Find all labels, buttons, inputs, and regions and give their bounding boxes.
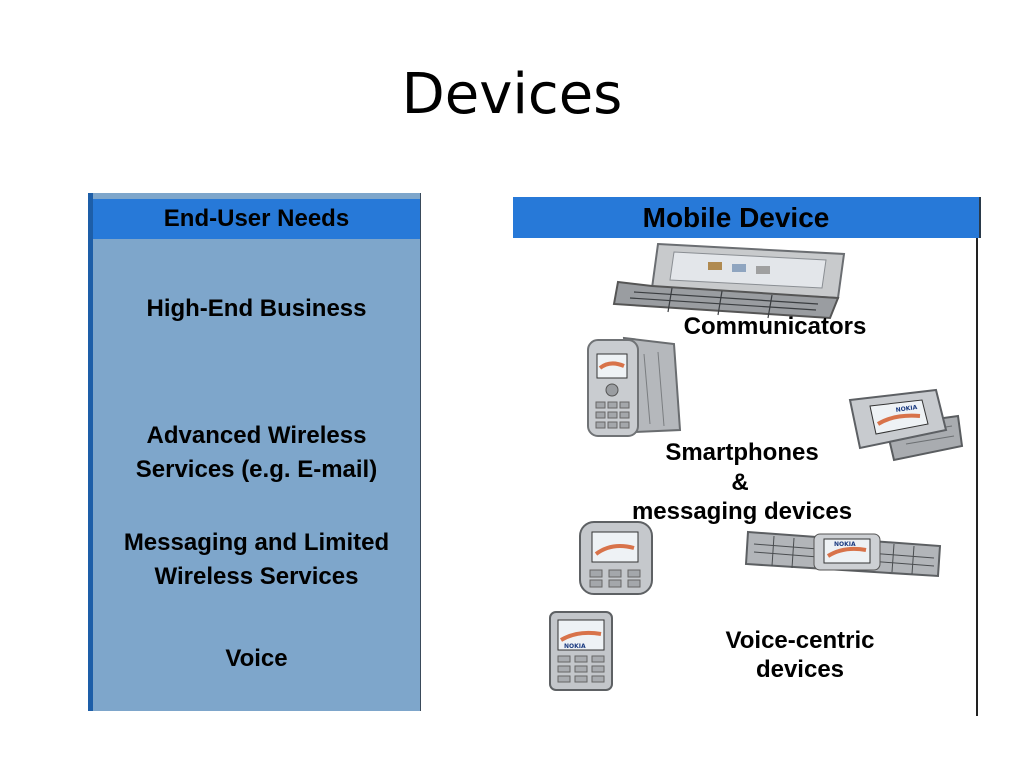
- messaging-device-image: NOKIA: [744, 530, 942, 578]
- mobile-device-header: Mobile Device: [513, 197, 981, 238]
- label-voice-centric-2: devices: [755, 656, 845, 683]
- need-advanced-wireless: Advanced Wireless Services (e.g. E-mail): [135, 422, 378, 483]
- voice-phone-image: NOKIA: [549, 611, 613, 691]
- label-smartphones: Smartphones: [665, 439, 819, 466]
- nokia-brand-1: NOKIA: [895, 404, 918, 414]
- label-ampersand: &: [731, 469, 749, 496]
- label-communicators: Communicators: [683, 313, 867, 340]
- label-voice-centric-1: Voice-centric: [725, 627, 875, 654]
- need-high-end-business: High-End Business: [146, 295, 367, 322]
- slide-title: Devices: [401, 62, 623, 127]
- label-messaging-devices: messaging devices: [631, 498, 853, 525]
- smartphone-slider-image: [587, 336, 682, 437]
- right-panel-border: [976, 238, 978, 716]
- nokia-brand-3: NOKIA: [564, 643, 586, 650]
- need-voice: Voice: [225, 645, 288, 672]
- end-user-needs-header: End-User Needs: [93, 199, 420, 239]
- nokia-brand-2: NOKIA: [834, 541, 856, 548]
- smartphone-fold-image: NOKIA: [848, 388, 964, 462]
- end-user-needs-panel: End-User Needs High-End Business Advance…: [88, 193, 421, 711]
- need-messaging-limited: Messaging and Limited Wireless Services: [123, 529, 390, 590]
- messaging-candybar-image: [579, 521, 653, 595]
- communicator-device-image: [612, 242, 846, 320]
